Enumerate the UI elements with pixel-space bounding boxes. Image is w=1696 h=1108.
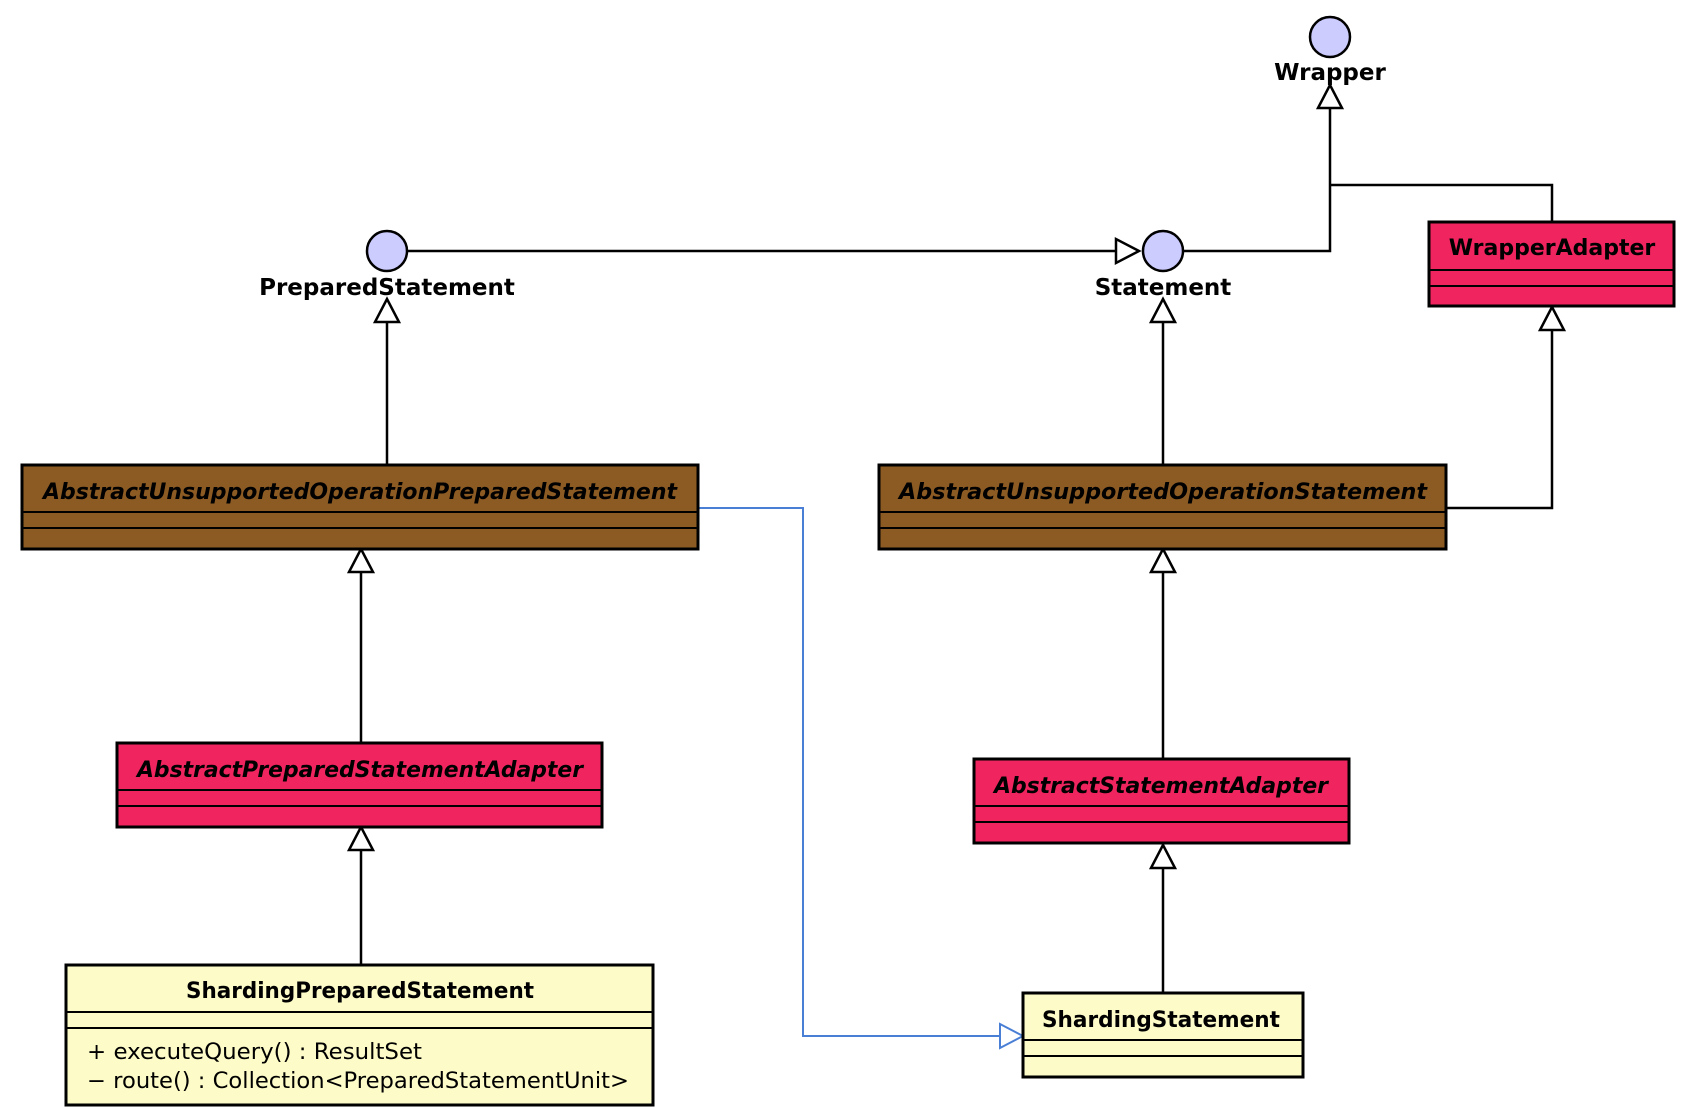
class-auos-box — [877, 463, 1448, 551]
auops-to-sharding-statement-highlight-line — [698, 507, 1000, 1037]
class-sps-method-execute-query: + executeQuery() : ResultSet — [87, 1040, 422, 1065]
interface-wrapper-circle — [1308, 15, 1352, 59]
class-asa-name: AbstractStatementAdapter — [992, 774, 1329, 799]
interface-statement-circle — [1141, 229, 1185, 273]
class-wrapper-adapter: WrapperAdapter — [1427, 220, 1676, 308]
interface-statement: Statement — [1095, 229, 1232, 301]
class-wrapper-adapter-name: WrapperAdapter — [1449, 236, 1656, 261]
class-sps-method-route: − route() : Collection<PreparedStatement… — [87, 1069, 629, 1094]
class-auos-name: AbstractUnsupportedOperationStatement — [897, 480, 1429, 505]
interface-wrapper: Wrapper — [1274, 15, 1387, 86]
connectors — [359, 108, 1554, 993]
wrapper-adapter-to-wrapper-line — [1330, 183, 1554, 222]
class-ss-name: ShardingStatement — [1042, 1008, 1280, 1033]
auos-to-wrapper-adapter-line — [1446, 328, 1554, 510]
class-ss-box — [1021, 991, 1305, 1079]
prepared-statement-arrowhead — [372, 296, 402, 324]
class-abstract-unsupported-operation-statement: AbstractUnsupportedOperationStatement — [877, 463, 1448, 551]
statement-side-arrowhead — [1114, 236, 1142, 266]
wrapper-arrowhead — [1315, 82, 1345, 110]
class-sps-box — [64, 963, 655, 1107]
class-sharding-statement: ShardingStatement — [1021, 991, 1305, 1079]
wrapper-adapter-arrowhead — [1537, 304, 1567, 332]
interface-prepared-statement-label: PreparedStatement — [259, 275, 515, 301]
class-apsa-name: AbstractPreparedStatementAdapter — [135, 758, 584, 783]
interface-statement-label: Statement — [1095, 275, 1232, 301]
class-auops-name: AbstractUnsupportedOperationPreparedStat… — [41, 480, 678, 505]
class-sps-name: ShardingPreparedStatement — [186, 979, 534, 1004]
class-asa-box — [972, 757, 1351, 845]
interface-wrapper-label: Wrapper — [1274, 60, 1386, 86]
statement-to-wrapper-line — [1184, 108, 1332, 253]
class-abstract-unsupported-operation-prepared-statement: AbstractUnsupportedOperationPreparedStat… — [20, 463, 700, 551]
class-wrapper-adapter-box — [1427, 220, 1676, 308]
sharding-statement-highlight-arrowhead — [999, 1022, 1026, 1050]
class-abstract-prepared-statement-adapter: AbstractPreparedStatementAdapter — [115, 741, 604, 829]
auos-arrowhead — [1148, 546, 1178, 574]
class-auops-box — [20, 463, 700, 551]
interface-prepared-statement: PreparedStatement — [259, 229, 515, 301]
auops-arrowhead — [346, 546, 376, 574]
asa-arrowhead — [1148, 842, 1178, 870]
arrowheads — [346, 82, 1567, 870]
interface-prepared-statement-circle — [365, 229, 409, 273]
statement-arrowhead — [1148, 296, 1178, 324]
apsa-arrowhead — [346, 824, 376, 852]
class-sharding-prepared-statement: ShardingPreparedStatement + executeQuery… — [64, 963, 655, 1107]
class-abstract-statement-adapter: AbstractStatementAdapter — [972, 757, 1351, 845]
class-apsa-box — [115, 741, 604, 829]
